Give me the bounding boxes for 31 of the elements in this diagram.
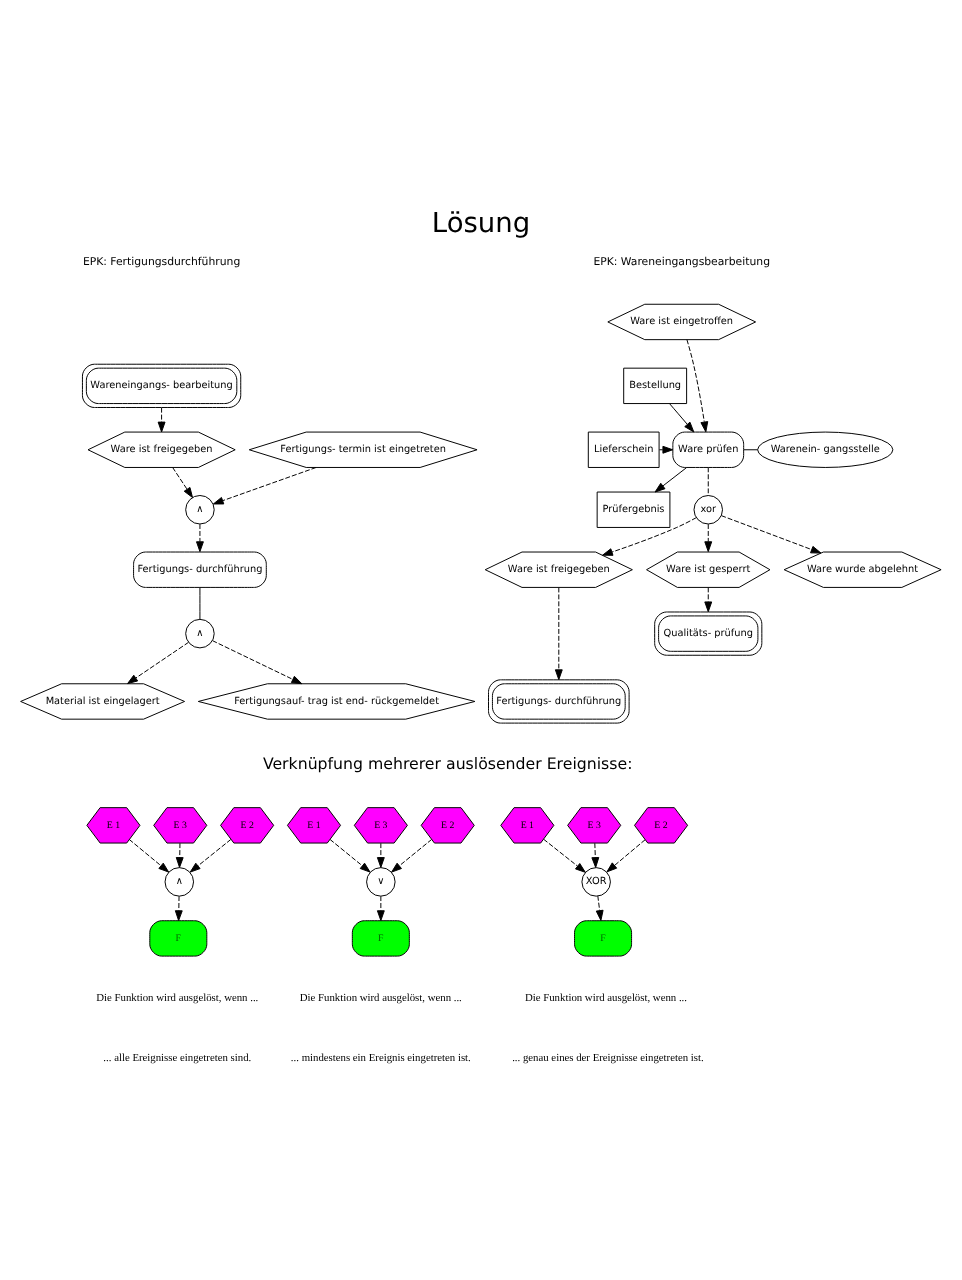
arrow	[654, 466, 688, 492]
arrow	[669, 402, 695, 432]
arrow	[704, 522, 713, 552]
arrow	[376, 894, 385, 921]
arrow	[543, 837, 586, 872]
diagram-title: Lösung	[431, 206, 531, 239]
arrow	[602, 516, 697, 555]
connector	[199, 586, 201, 619]
arrow	[606, 838, 646, 872]
arrow	[196, 522, 204, 552]
arrow	[704, 586, 713, 612]
arrow	[720, 514, 822, 553]
arrow	[212, 466, 317, 504]
connector	[743, 448, 759, 450]
arrow	[157, 406, 166, 432]
arrow	[595, 894, 604, 920]
arrow	[554, 586, 563, 680]
arrow	[172, 466, 193, 497]
arrow	[189, 838, 232, 872]
arrow	[329, 838, 371, 872]
arrow	[391, 838, 432, 872]
arrow	[658, 444, 674, 453]
arrow	[376, 841, 385, 867]
arrow	[128, 838, 170, 872]
arrow	[127, 640, 189, 684]
arrow	[591, 841, 600, 867]
arrow	[212, 639, 303, 684]
connector	[707, 466, 709, 495]
arrow	[174, 894, 183, 921]
arrow	[686, 338, 709, 432]
arrow	[175, 841, 184, 867]
